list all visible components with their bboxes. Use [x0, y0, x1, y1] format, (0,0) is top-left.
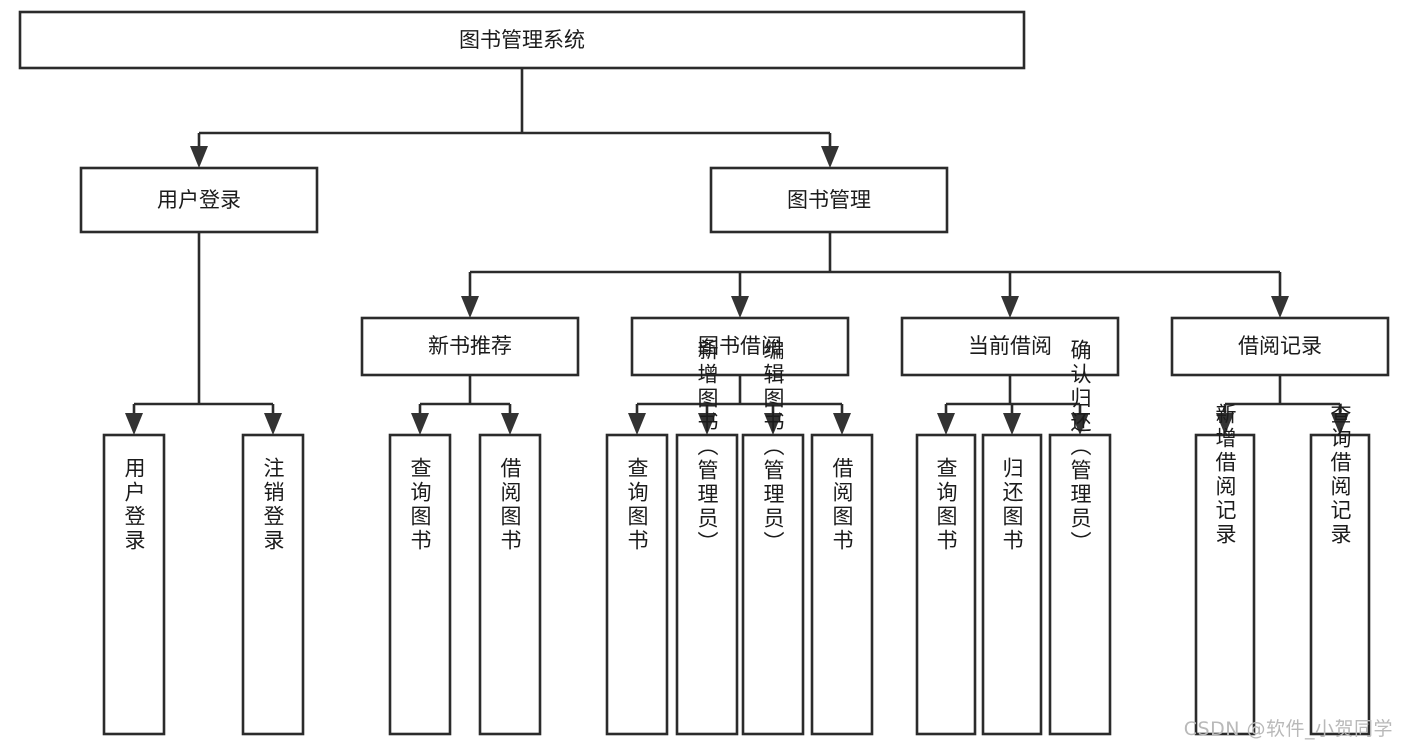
arrow-head-leaf-confirm-return-admin [1071, 413, 1089, 435]
connector-group-current-borrow [937, 375, 1089, 435]
node-root[interactable]: 图书管理系统 [18, 10, 1026, 70]
node-leaf-user-login-label: 用户登录 [122, 457, 146, 553]
node-leaf-confirm-return-admin-label: 确认归还（管理员） [1068, 339, 1092, 555]
node-book-management-label: 图书管理 [787, 188, 871, 212]
node-leaf-query-book-borrow[interactable]: 查询图书 [605, 433, 669, 736]
node-leaf-add-borrow-record-label: 新增借阅记录 [1213, 403, 1237, 547]
arrow-head-book-management [821, 146, 839, 168]
arrow-head-leaf-user-login [125, 413, 143, 435]
arrow-head-leaf-add-book-admin [698, 413, 716, 435]
node-leaf-confirm-return-admin-box[interactable] [1048, 433, 1112, 736]
node-leaf-query-book-recommend[interactable]: 查询图书 [388, 433, 452, 736]
node-leaf-logout-login[interactable]: 注销登录 [241, 433, 305, 736]
connector-group-root [190, 68, 839, 168]
node-book-borrow[interactable]: 图书借阅 [630, 316, 850, 377]
node-root-box[interactable] [18, 10, 1026, 70]
arrow-head-leaf-query-book-current [937, 413, 955, 435]
node-borrow-record-box[interactable] [1170, 316, 1390, 377]
node-leaf-return-book-label: 归还图书 [1000, 457, 1024, 553]
node-leaf-borrow-book-recommend[interactable]: 借阅图书 [478, 433, 542, 736]
node-leaf-user-login-box[interactable] [102, 433, 166, 736]
node-leaf-borrow-book[interactable]: 借阅图书 [810, 433, 874, 736]
node-leaf-query-book-borrow-box[interactable] [605, 433, 669, 736]
node-leaf-query-book-current-label: 查询图书 [934, 457, 958, 553]
node-leaf-query-book-recommend-label: 查询图书 [408, 457, 432, 553]
node-root-label: 图书管理系统 [459, 28, 585, 52]
node-leaf-add-book-admin[interactable]: 新增图书（管理员） [675, 339, 739, 736]
node-leaf-query-book-recommend-box[interactable] [388, 433, 452, 736]
node-book-management-box[interactable] [709, 166, 949, 234]
node-leaf-user-login[interactable]: 用户登录 [102, 433, 166, 736]
arrow-head-leaf-edit-book-admin [764, 413, 782, 435]
arrow-head-leaf-logout-login [264, 413, 282, 435]
node-borrow-record[interactable]: 借阅记录 [1170, 316, 1390, 377]
connector-group-new-book-recommend [411, 375, 519, 435]
arrow-head-leaf-query-book-borrow [628, 413, 646, 435]
node-leaf-add-book-admin-box[interactable] [675, 433, 739, 736]
node-leaf-query-borrow-record-label: 查询借阅记录 [1328, 403, 1352, 547]
node-leaf-logout-login-box[interactable] [241, 433, 305, 736]
node-borrow-record-label: 借阅记录 [1238, 334, 1322, 358]
node-leaf-query-borrow-record-box[interactable] [1309, 433, 1371, 736]
arrow-head-leaf-borrow-book [833, 413, 851, 435]
arrow-head-leaf-query-book-recommend [411, 413, 429, 435]
arrow-head-leaf-borrow-book-recommend [501, 413, 519, 435]
node-leaf-logout-login-label: 注销登录 [261, 457, 285, 553]
node-leaf-borrow-book-box[interactable] [810, 433, 874, 736]
arrow-head-leaf-query-borrow-record [1331, 413, 1349, 435]
node-current-borrow[interactable]: 当前借阅 [900, 316, 1120, 377]
node-new-book-recommend-box[interactable] [360, 316, 580, 377]
node-leaf-confirm-return-admin[interactable]: 确认归还（管理员） [1048, 339, 1112, 736]
node-leaf-query-book-current[interactable]: 查询图书 [915, 433, 977, 736]
arrow-head-user-login [190, 146, 208, 168]
node-leaf-add-borrow-record[interactable]: 新增借阅记录 [1194, 403, 1256, 736]
node-current-borrow-box[interactable] [900, 316, 1120, 377]
node-leaf-edit-book-admin-box[interactable] [741, 433, 805, 736]
node-leaf-query-book-current-box[interactable] [915, 433, 977, 736]
node-leaf-edit-book-admin[interactable]: 编辑图书（管理员） [741, 339, 805, 736]
node-leaf-add-book-admin-label: 新增图书（管理员） [695, 339, 719, 555]
node-leaf-borrow-book-recommend-label: 借阅图书 [498, 457, 522, 553]
node-book-borrow-box[interactable] [630, 316, 850, 377]
node-new-book-recommend-label: 新书推荐 [428, 334, 512, 358]
node-user-login-label: 用户登录 [157, 188, 241, 212]
arrow-head-book-borrow [731, 296, 749, 318]
connector-group-book-borrow [628, 375, 851, 435]
connector-group-user-login [125, 232, 282, 435]
node-leaf-add-borrow-record-box[interactable] [1194, 433, 1256, 736]
node-user-login[interactable]: 用户登录 [79, 166, 319, 234]
node-new-book-recommend[interactable]: 新书推荐 [360, 316, 580, 377]
arrow-head-current-borrow [1001, 296, 1019, 318]
node-leaf-edit-book-admin-label: 编辑图书（管理员） [761, 339, 785, 555]
arrow-head-leaf-return-book [1003, 413, 1021, 435]
node-book-management[interactable]: 图书管理 [709, 166, 949, 234]
arrow-head-leaf-add-borrow-record [1216, 413, 1234, 435]
node-leaf-query-borrow-record[interactable]: 查询借阅记录 [1309, 403, 1371, 736]
node-current-borrow-label: 当前借阅 [968, 334, 1052, 358]
node-user-login-box[interactable] [79, 166, 319, 234]
node-leaf-return-book[interactable]: 归还图书 [981, 433, 1043, 736]
node-leaf-return-book-box[interactable] [981, 433, 1043, 736]
arrow-head-borrow-record [1271, 296, 1289, 318]
connector-group-borrow-record [1216, 375, 1349, 435]
node-leaf-query-book-borrow-label: 查询图书 [625, 457, 649, 553]
node-leaf-borrow-book-recommend-box[interactable] [478, 433, 542, 736]
arrow-head-new-book-recommend [461, 296, 479, 318]
node-book-borrow-label: 图书借阅 [698, 334, 782, 358]
connector-group-book-management [461, 232, 1289, 318]
node-leaf-borrow-book-label: 借阅图书 [830, 457, 854, 553]
